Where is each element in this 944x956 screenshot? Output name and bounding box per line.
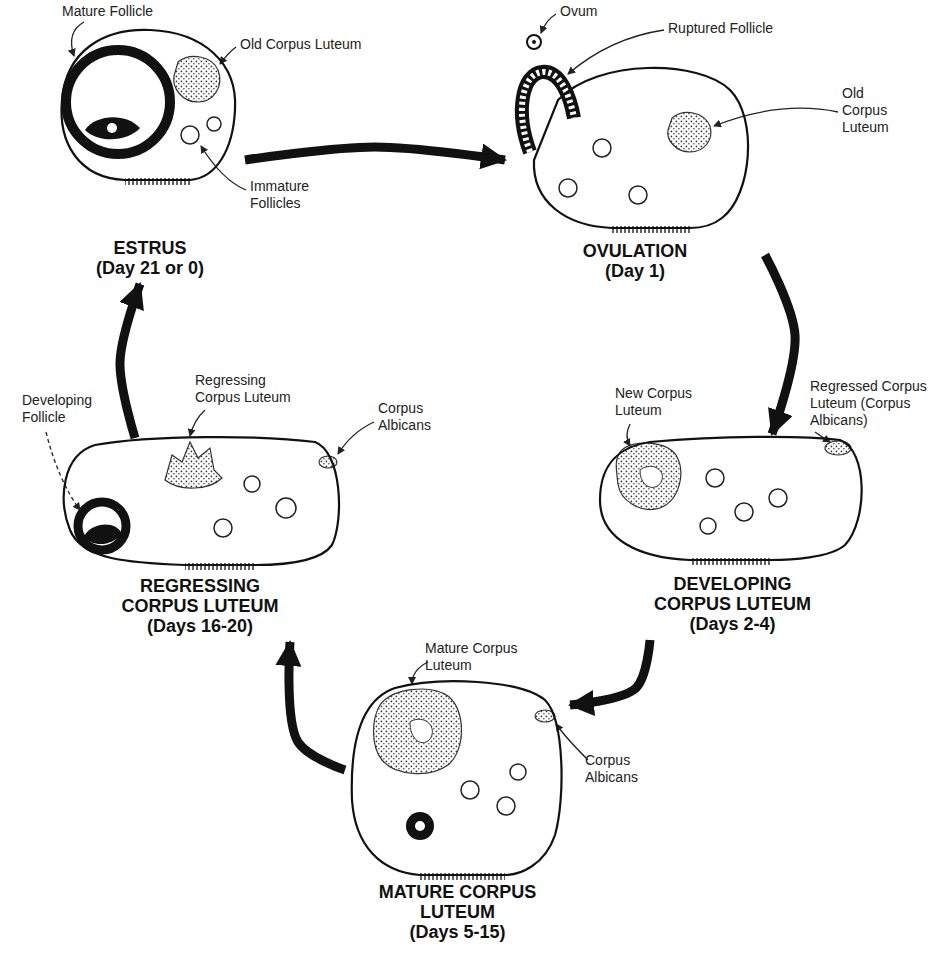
follicle <box>700 518 716 534</box>
cumulus <box>85 117 140 139</box>
part-label: Corpus Albicans <box>585 752 650 786</box>
follicle <box>735 503 753 521</box>
leader-arrow <box>541 14 556 33</box>
stage-days: (Days 5-15) <box>409 922 505 942</box>
oocyte <box>107 123 117 133</box>
follicle <box>510 764 526 780</box>
leader-arrow <box>627 424 630 446</box>
stage-name: MATURE CORPUS LUTEUM <box>379 882 537 922</box>
follicle <box>461 781 479 799</box>
stage-days: (Days 16-20) <box>147 616 253 636</box>
part-label: Mature Follicle <box>62 3 192 20</box>
luteal-cavity <box>410 719 432 742</box>
part-label: Developing Follicle <box>22 392 102 426</box>
follicle <box>769 489 787 507</box>
regressing-corpus-luteum <box>165 442 222 488</box>
follicle <box>214 519 232 537</box>
follicle <box>406 812 434 840</box>
ruptured-follicle <box>522 72 574 152</box>
part-label: Old Corpus Luteum <box>240 36 380 53</box>
leader-arrow <box>201 146 246 190</box>
old-corpus-luteum <box>174 56 220 102</box>
cycle-arrow <box>245 147 505 160</box>
stage-name: ESTRUS <box>113 238 186 258</box>
leader-arrow <box>72 22 84 56</box>
leader-arrow <box>714 108 838 126</box>
ovary-stage: REGRESSING CORPUS LUTEUM(Days 16-20) <box>55 438 345 642</box>
stage-name: DEVELOPING CORPUS LUTEUM <box>648 574 818 614</box>
follicle <box>706 469 724 487</box>
follicle <box>497 797 515 815</box>
new-corpus-luteum <box>616 443 681 509</box>
ovary-outline <box>534 68 748 228</box>
part-label: Mature Corpus Luteum <box>425 640 530 674</box>
part-label: Old Corpus Luteum <box>842 85 904 136</box>
part-label: New Corpus Luteum <box>615 385 715 419</box>
cycle-arrow <box>120 284 140 438</box>
developing-follicle <box>78 502 126 550</box>
leader-arrow <box>190 410 205 436</box>
part-label: Corpus Albicans <box>378 400 443 434</box>
ovum <box>527 35 541 49</box>
leader-arrow <box>338 422 374 454</box>
follicle <box>559 179 577 197</box>
cumulus <box>84 524 122 544</box>
mature-corpus-luteum <box>374 689 462 773</box>
ovary-stage: DEVELOPING CORPUS LUTEUM(Days 2-4) <box>590 434 875 640</box>
ruptured-follicle <box>522 72 574 152</box>
cycle-arrow <box>765 255 795 434</box>
ovary-stage: ESTRUS(Day 21 or 0) <box>55 22 245 284</box>
follicle <box>593 139 611 157</box>
stage-days: (Day 1) <box>605 261 665 281</box>
part-label: Regressing Corpus Luteum <box>195 372 305 406</box>
ovary-stage: MATURE CORPUS LUTEUM(Days 5-15) <box>345 676 570 948</box>
ovary-outline <box>62 30 236 180</box>
follicle <box>244 476 260 492</box>
immature-follicle <box>181 126 199 144</box>
ovary-stage: OVULATION(Day 1) <box>505 50 765 287</box>
immature-follicle <box>207 117 221 131</box>
ovum <box>532 40 536 44</box>
part-label: Ruptured Follicle <box>668 20 798 37</box>
stage-days: (Days 2-4) <box>689 614 775 634</box>
follicle <box>276 498 296 518</box>
follicle <box>415 821 425 831</box>
mature-follicle <box>66 50 170 154</box>
luteal-cavity <box>640 466 662 487</box>
ovary-outline <box>352 681 562 875</box>
ovary-outline <box>600 437 862 560</box>
stage-name: REGRESSING CORPUS LUTEUM <box>115 576 285 616</box>
part-label: Immature Follicles <box>250 178 330 212</box>
cycle-arrow <box>570 640 650 705</box>
old-corpus-luteum <box>668 112 711 152</box>
stage-name: OVULATION <box>583 241 688 261</box>
stage-days: (Day 21 or 0) <box>96 258 204 278</box>
ovary-outline <box>64 437 339 565</box>
follicle <box>629 186 647 204</box>
cycle-arrow <box>289 642 345 770</box>
part-label: Ovum <box>560 3 610 20</box>
part-label: Regressed Corpus Luteum (Corpus Albicans… <box>810 378 940 429</box>
